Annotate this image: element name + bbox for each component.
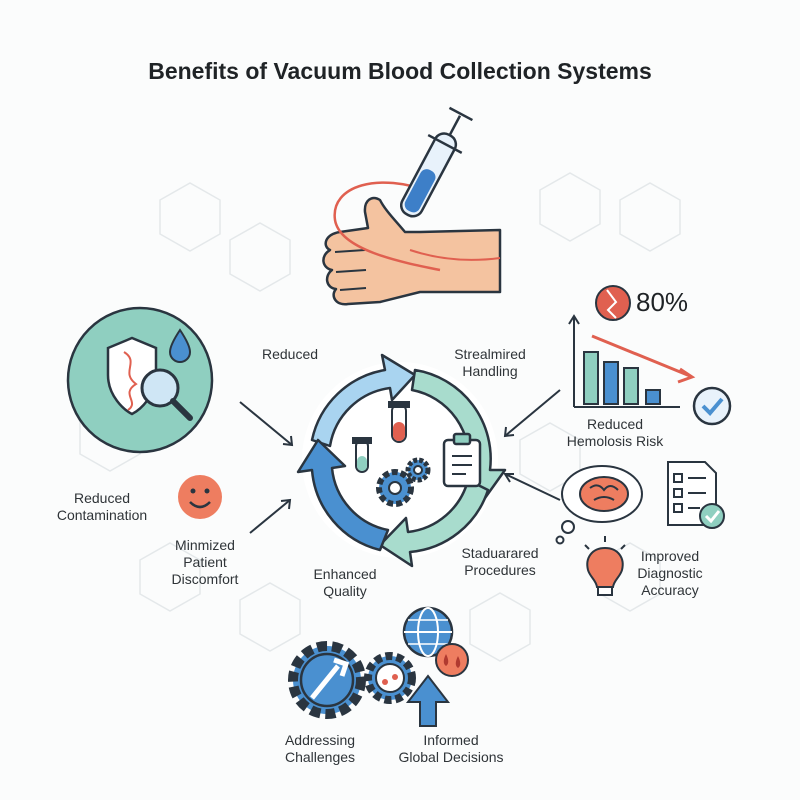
checklist-document-icon bbox=[667, 461, 725, 529]
checkmark-badge-icon bbox=[692, 386, 732, 426]
magnifier-icon bbox=[140, 368, 193, 421]
clipboard-icon bbox=[442, 432, 482, 488]
brain-thought-icon bbox=[555, 465, 643, 545]
blood-gear-icon bbox=[364, 652, 416, 704]
hemolysis-percent: 80% bbox=[636, 287, 689, 317]
page-title: Benefits of Vacuum Blood Collection Syst… bbox=[148, 58, 652, 84]
bar-chart-icon bbox=[568, 314, 696, 408]
smiley-icon bbox=[178, 475, 222, 519]
thumbs-up-arm-icon bbox=[322, 196, 502, 306]
connector-arrows bbox=[239, 389, 561, 534]
droplet-icon bbox=[168, 328, 192, 364]
tubing-line bbox=[333, 181, 441, 272]
broken-heart-icon bbox=[595, 285, 631, 321]
wrench-gear-icon bbox=[288, 641, 366, 719]
gears-icon bbox=[376, 457, 431, 507]
up-arrow-icon bbox=[405, 674, 451, 727]
lightbulb-icon bbox=[584, 536, 626, 596]
globe-icon bbox=[402, 606, 454, 658]
cycle-arrows-icon bbox=[296, 353, 507, 568]
droplets-icon bbox=[435, 643, 469, 677]
syringe-icon bbox=[399, 106, 473, 218]
test-tube-icon bbox=[352, 401, 410, 473]
label-reduced: Reduced bbox=[261, 346, 319, 362]
